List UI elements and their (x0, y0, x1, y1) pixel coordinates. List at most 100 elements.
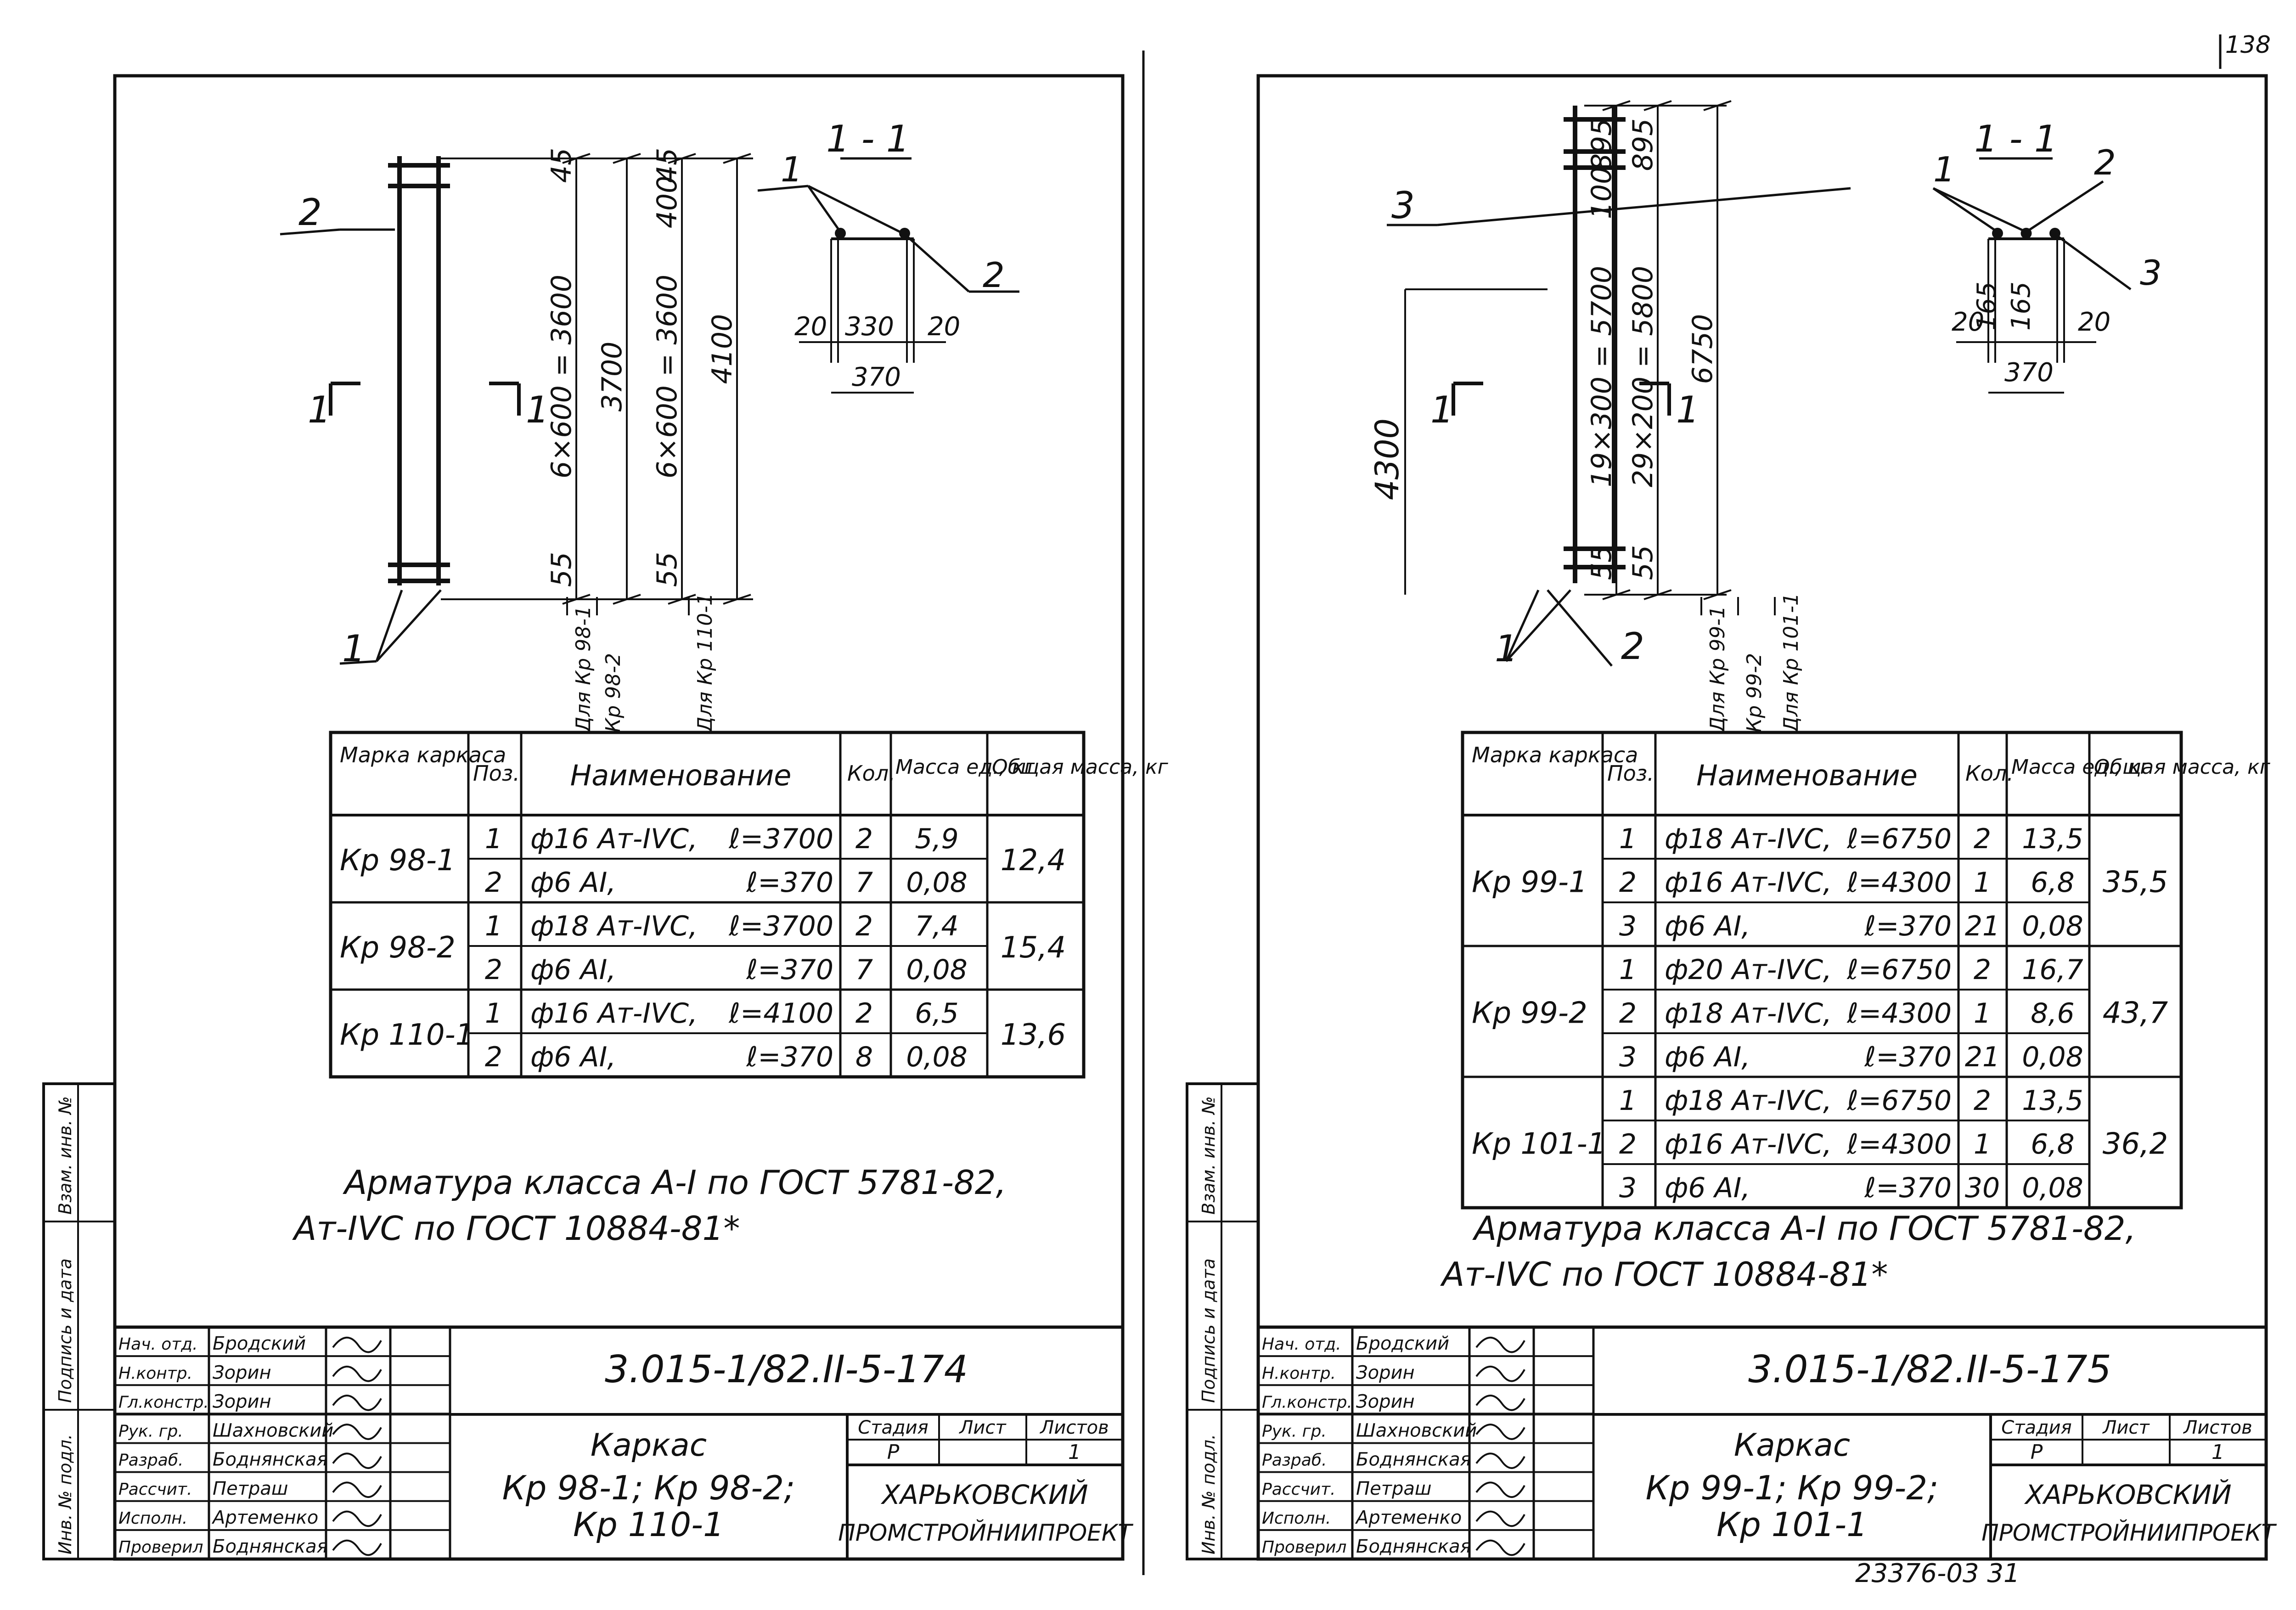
stage-head: Лист (2102, 1417, 2150, 1438)
signature-scribble (1475, 1424, 1525, 1440)
spec-cell-mark: Кр 101-1 (1472, 1127, 1606, 1161)
page-number: 138 (2225, 31, 2271, 59)
leader (1437, 187, 1851, 226)
sig-name: Боднянская (1356, 1536, 1471, 1557)
spec-cell-unit-mass: 6,8 (2031, 1128, 2074, 1160)
leader (1505, 589, 1571, 662)
spec-header-qty: Кол. (1965, 761, 2014, 786)
sig-name: Артеменко (211, 1507, 318, 1528)
spec-cell-length: ℓ=4300 (1846, 867, 1952, 899)
spec-cell-unit-mass: 0,08 (2022, 1172, 2083, 1204)
dimension-label: 29×200 = 5800 (1627, 266, 1659, 487)
spec-cell-name: ф16 Ат-IVC, (530, 997, 698, 1030)
title-line-3: Кр 110-1 (573, 1505, 724, 1544)
spec-cell-length: ℓ=6750 (1846, 954, 1952, 986)
spec-cell-mark: Кр 110-1 (340, 1018, 474, 1052)
spec-cell-mark: Кр 98-2 (340, 931, 456, 965)
spec-header-qty: Кол. (847, 761, 895, 786)
section-dim-label: 20 (928, 312, 960, 342)
spec-cell-length: ℓ=370 (1864, 1172, 1952, 1204)
side-label-replaced-inv: Взам. инв. № (55, 1096, 75, 1215)
dimension-label: 55 (546, 552, 578, 587)
spec-cell-unit-mass: 0,08 (906, 867, 968, 899)
spec-cell-length: ℓ=4100 (728, 997, 833, 1030)
spec-header-unit-mass: Масса ед., кг (2011, 755, 2151, 779)
stage-head: Стадия (2001, 1417, 2071, 1438)
sig-name: Зорин (213, 1362, 271, 1383)
leader (807, 185, 842, 233)
section-mark-left: 1 (308, 388, 331, 431)
sig-name: Боднянская (213, 1449, 328, 1470)
spec-cell-pos: 3 (1619, 1041, 1637, 1073)
leader (280, 228, 340, 236)
spec-cell-pos: 2 (485, 954, 502, 986)
sig-role: Гл.констр. (1262, 1393, 1352, 1412)
section-dim-label: 165 (2006, 281, 2036, 331)
sig-role: Исполн. (1262, 1509, 1331, 1528)
spec-cell-qty: 7 (855, 867, 873, 899)
spec-cell-name: ф18 Ат-IVC, (530, 910, 698, 942)
dimension-label: 4300 (1368, 418, 1406, 500)
section-leader-2: 2 (2094, 142, 2116, 183)
title-block: Нач. отд.БродскийН.контр.ЗоринГл.констр.… (1258, 1325, 2277, 1559)
spec-cell-unit-mass: 16,7 (2022, 954, 2083, 986)
sig-name: Боднянская (213, 1536, 328, 1557)
spec-cell-pos: 1 (485, 910, 502, 942)
sig-role: Проверил (1262, 1538, 1347, 1557)
spec-cell-unit-mass: 6,8 (2031, 867, 2074, 899)
dimension-label: 19×300 = 5700 (1586, 266, 1618, 487)
leader (757, 185, 809, 192)
sig-name: Зорин (1356, 1362, 1415, 1383)
spec-header-total-mass: Общая масса, кг (2094, 755, 2271, 779)
sig-name: Бродский (213, 1333, 306, 1354)
sig-role: Разраб. (1262, 1451, 1327, 1470)
spec-cell-total: 12,4 (1001, 844, 1066, 878)
spec-cell-unit-mass: 0,08 (2022, 1041, 2083, 1073)
spec-cell-unit-mass: 0,08 (906, 954, 968, 986)
spec-table-frame (329, 731, 1086, 1079)
spec-cell-unit-mass: 0,08 (2022, 910, 2083, 942)
sig-role: Нач. отд. (118, 1335, 198, 1354)
leader (1505, 589, 1540, 662)
sig-name: Боднянская (1356, 1449, 1471, 1470)
spec-cell-length: ℓ=370 (746, 1041, 833, 1073)
doc-code: 3.015-1/82.II-5-174 (605, 1348, 968, 1391)
section-dim-label: 20 (1952, 307, 1984, 337)
stage-value: Р (887, 1441, 900, 1464)
spec-cell-pos: 2 (485, 1041, 502, 1073)
section-dim-label: 20 (2078, 307, 2110, 337)
side-label-signature-date: Подпись и дата (1199, 1258, 1219, 1403)
spec-cell-qty: 1 (1974, 1128, 1991, 1160)
spec-cell-name: ф16 Ат-IVC, (1665, 1128, 1832, 1160)
spec-cell-unit-mass: 13,5 (2022, 823, 2083, 855)
section-mark-left: 1 (1430, 388, 1454, 431)
spec-cell-qty: 1 (1974, 867, 1991, 899)
dimension-label: 55 (1586, 545, 1618, 580)
sheet-frame (113, 74, 1125, 1561)
spec-cell-qty: 2 (1974, 823, 1991, 855)
sig-name: Петраш (213, 1478, 288, 1499)
sig-role: Н.контр. (118, 1364, 192, 1383)
archive-number: 23376-03 31 (1855, 1559, 2020, 1588)
spec-cell-qty: 1 (1974, 997, 1991, 1030)
doc-code: 3.015-1/82.II-5-175 (1748, 1348, 2111, 1391)
spec-cell-pos: 2 (1619, 997, 1637, 1030)
spec-header-mark: Марка каркаса (1472, 743, 1638, 767)
spec-cell-length: ℓ=370 (1864, 910, 1952, 942)
spec-cell-qty: 30 (1965, 1172, 2000, 1204)
spec-cell-pos: 2 (485, 867, 502, 899)
title-block: Нач. отд.БродскийН.контр.ЗоринГл.констр.… (115, 1325, 1133, 1559)
side-label-signature-date: Подпись и дата (55, 1258, 75, 1403)
spec-cell-total: 15,4 (1001, 931, 1066, 965)
signature-scribble (1475, 1539, 1525, 1556)
org-name-2: ПРОМСТРОЙНИИПРОЕКТ (1981, 1519, 2277, 1546)
dimension-label: 100 (1586, 167, 1618, 220)
dimension-note: Кр 98-2 (602, 653, 625, 732)
signature-scribble (1475, 1481, 1525, 1498)
spec-cell-length: ℓ=370 (746, 867, 833, 899)
leader (1932, 187, 2027, 233)
side-label-original-inv: Инв. № подл. (55, 1434, 75, 1554)
